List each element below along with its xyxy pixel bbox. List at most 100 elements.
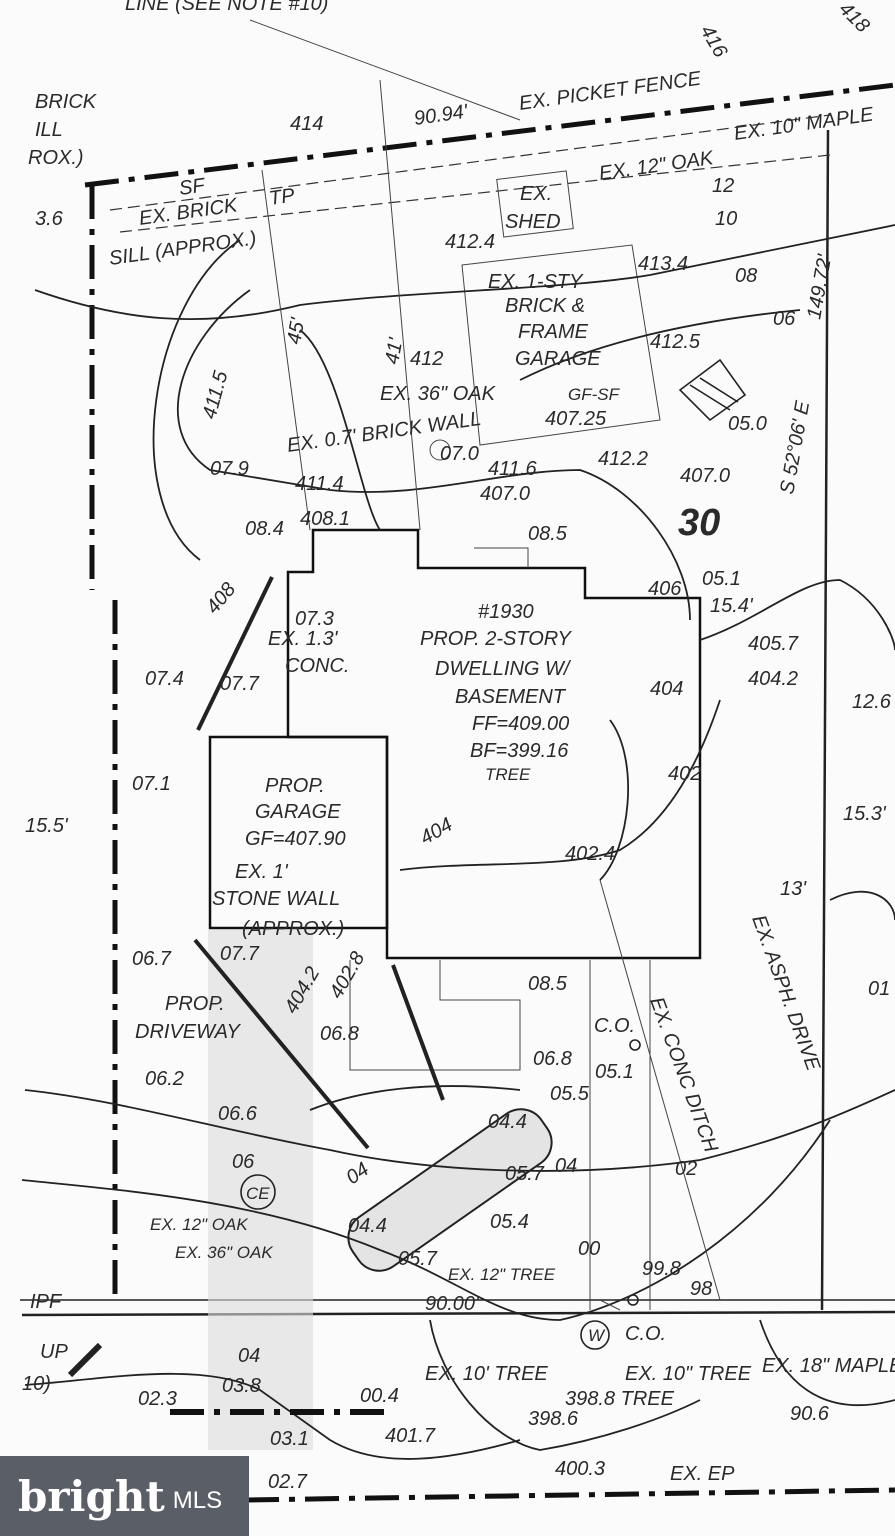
- existing-garage-label: GARAGE: [515, 348, 601, 370]
- elevation-label: 05.1: [595, 1061, 634, 1083]
- elevation-label: 07.0: [440, 443, 479, 465]
- elevation-label: 05.5: [550, 1083, 590, 1105]
- distance-label: 15.4': [710, 595, 754, 617]
- oak-tree-symbol: [429, 439, 451, 461]
- elevation-label: 08.5: [528, 973, 568, 995]
- elevation-label: 06.7: [132, 948, 172, 970]
- garage-floor-label: GF=407.90: [245, 828, 346, 850]
- elevation-label: 00.4: [360, 1385, 399, 1407]
- elevation-label: 07.1: [132, 773, 171, 795]
- elevation-label: 99.8: [642, 1258, 681, 1280]
- property-line-east: [820, 129, 830, 1311]
- elevation-label: 407.0: [680, 465, 730, 487]
- distance-label: 12.6: [852, 691, 892, 713]
- contour-label: 12: [712, 175, 734, 197]
- elevation-label: 401.7: [385, 1425, 436, 1447]
- logo-suffix: MLS: [172, 1487, 223, 1514]
- silt-fence-label: SF: [178, 174, 208, 200]
- contour-label: 414: [290, 113, 323, 135]
- elevation-label: 405.7: [748, 633, 799, 655]
- property-line-north: [84, 82, 895, 188]
- contour-label: 00: [578, 1238, 600, 1260]
- contour-label: 416: [696, 22, 732, 63]
- contour-label: 404: [650, 678, 683, 700]
- elevation-label: 06.8: [533, 1048, 572, 1070]
- contour-label: 402: [668, 763, 701, 785]
- elevation-label: 90.6: [790, 1403, 830, 1425]
- wall-label: (APPROX.): [242, 918, 344, 940]
- tree-label: EX. 12" OAK: [598, 147, 717, 185]
- tree-label: EX. 12" TREE: [448, 1265, 556, 1284]
- dwelling-label: #1930: [478, 601, 534, 623]
- elevation-label: 07.3: [295, 608, 334, 630]
- existing-garage-label: FRAME: [518, 321, 589, 343]
- edge-of-pavement-label: EX. EP: [670, 1463, 735, 1485]
- water-valve-label: W: [588, 1326, 606, 1345]
- stairs: [678, 358, 747, 422]
- label: ILL: [35, 119, 63, 141]
- label: 10): [22, 1373, 51, 1395]
- elevation-label: 06.8: [320, 1023, 359, 1045]
- distance-label: 41': [381, 335, 407, 366]
- elevation-label: 402.8: [325, 948, 369, 1002]
- dwelling-label: PROP. 2-STORY: [420, 628, 572, 650]
- elevation-label: 408.1: [300, 508, 350, 530]
- elevation-label: 411.6: [488, 458, 537, 480]
- distance-label: 15.3': [843, 803, 887, 825]
- driveway-label: DRIVEWAY: [135, 1021, 241, 1043]
- iron-pin-label: IPF: [30, 1291, 63, 1313]
- contour-label: 06: [232, 1151, 255, 1173]
- wall-label: EX. 1': [235, 861, 289, 883]
- bright-mls-logo: bright MLS: [0, 1456, 249, 1536]
- elevation-label: 05.1: [702, 568, 741, 590]
- tree-label: TREE: [485, 765, 531, 784]
- elevation-label: 06.2: [145, 1068, 184, 1090]
- elevation-label: 400.3: [555, 1458, 605, 1480]
- elevation-label: 07.9: [210, 458, 249, 480]
- elevation-label: 07.4: [145, 668, 184, 690]
- dwelling-label: BASEMENT: [455, 686, 567, 708]
- contour-label: 04: [238, 1345, 260, 1367]
- elevation-label: 04.4: [348, 1215, 387, 1237]
- elevation-label: 04.4: [488, 1111, 527, 1133]
- tree-label: EX. 10" TREE: [625, 1363, 752, 1385]
- contour-label: 418: [834, 0, 873, 37]
- contour-label: 10: [715, 208, 737, 230]
- elevation-label: 398.6: [528, 1408, 579, 1430]
- fence-label: EX. PICKET FENCE: [518, 68, 703, 115]
- tree-label: 398.8 TREE: [565, 1388, 675, 1410]
- elevation-label: 06.6: [218, 1103, 258, 1125]
- elevation-label: 02.3: [138, 1388, 177, 1410]
- property-line-south: [21, 1310, 895, 1317]
- contour-label: 04: [555, 1155, 577, 1177]
- elevation-label: 03.1: [270, 1428, 309, 1450]
- logo-wordmark: bright: [18, 1471, 165, 1521]
- elevation-label: 05.7: [398, 1248, 438, 1270]
- distance-label: 90.94': [413, 101, 471, 130]
- garage-label: GARAGE: [255, 801, 341, 823]
- contour-label: 404: [417, 814, 457, 850]
- cleanout-label: C.O.: [594, 1015, 635, 1037]
- elevation-label: 03.8: [222, 1375, 261, 1397]
- labels: LINE (SEE NOTE #10) 416 418 EX. PICKET F…: [22, 0, 895, 1493]
- distance-label: 45': [283, 315, 309, 346]
- lot-number: 30: [678, 502, 720, 544]
- contour-lines-lower: [21, 890, 895, 1460]
- utility-pole-label: UP: [40, 1341, 68, 1363]
- finished-floor-label: FF=409.00: [472, 713, 569, 735]
- elevation-label: 05.7: [505, 1163, 545, 1185]
- distance-label: 90.00': [425, 1293, 480, 1315]
- cleanout-label: C.O.: [625, 1323, 666, 1345]
- ditch-label: EX. CONC DITCH: [645, 994, 722, 1156]
- silt-fence: [109, 114, 831, 233]
- water-line: [244, 1487, 895, 1503]
- distance-label: 13': [780, 878, 807, 900]
- tree-label: EX. 10" MAPLE: [733, 104, 876, 145]
- elevation-label: 412.4: [445, 231, 495, 253]
- elevation-label: 412.2: [598, 448, 648, 470]
- elevation-label: 08.4: [245, 518, 284, 540]
- contour-label: 04: [342, 1158, 373, 1189]
- tree-label: EX. 36" OAK: [380, 383, 497, 405]
- tree-protection-label: TP: [268, 185, 297, 210]
